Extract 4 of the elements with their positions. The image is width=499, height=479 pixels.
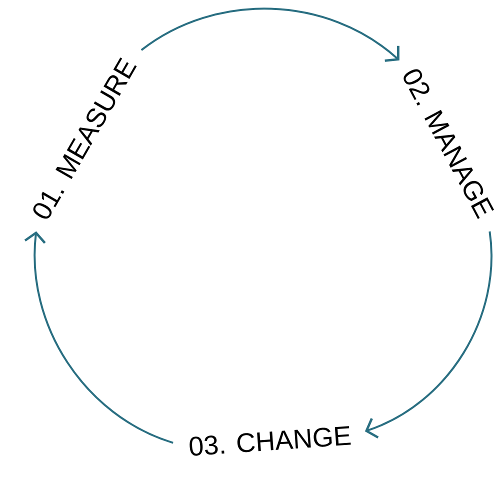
- arrow: [140, 8, 400, 62]
- arrow: [24, 231, 174, 444]
- step-label: 03. CHANGE: [190, 426, 351, 456]
- arrow: [364, 231, 492, 439]
